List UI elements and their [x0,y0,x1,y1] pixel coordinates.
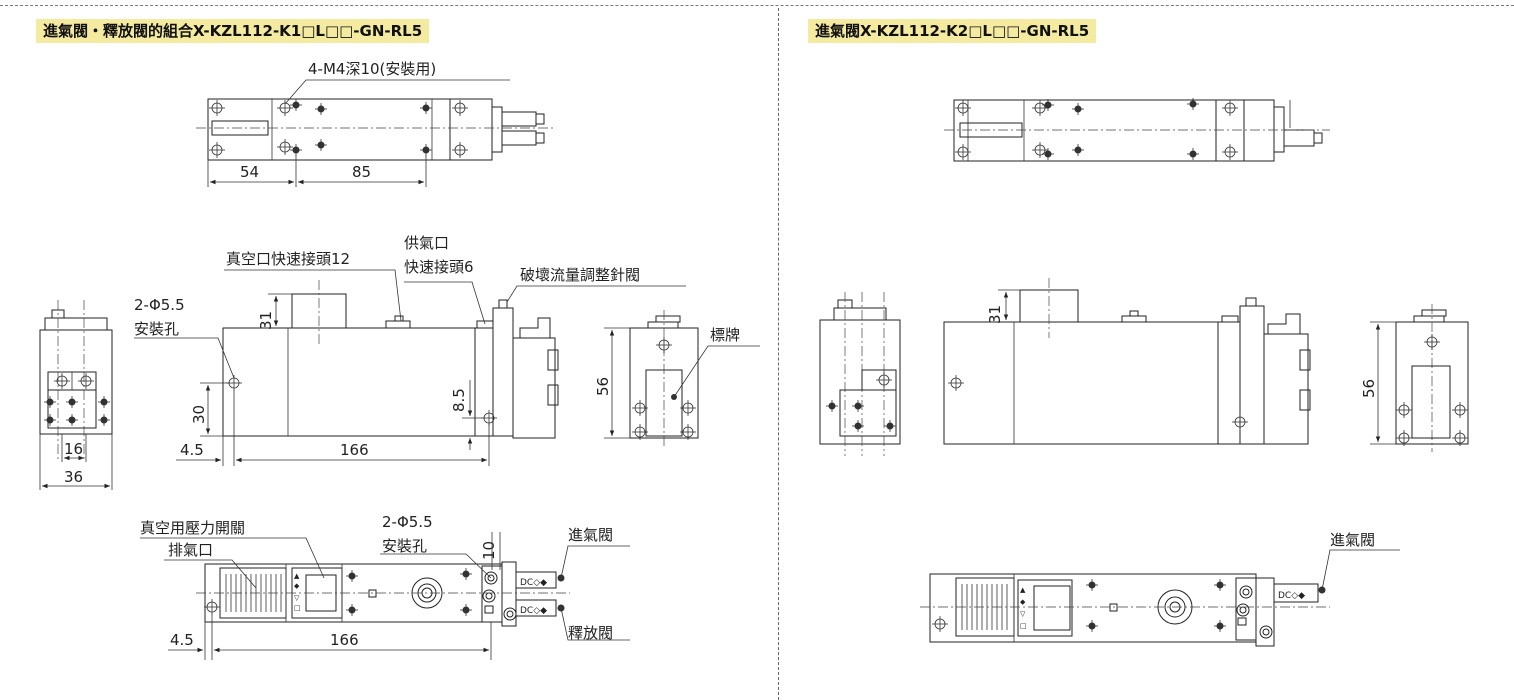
dim-16: 16 [64,440,83,458]
title-right: 進氣閥X-KZL112-K2□L□□-GN-RL5 [808,19,1097,43]
right-end-view [819,292,901,456]
dim-166: 166 [340,441,369,459]
dim-54: 54 [240,163,259,181]
dim-r-31: 31 [986,305,1004,324]
label-supply-port-2: 快速接頭6 [404,258,474,276]
svg-text:▽: ▽ [1020,610,1026,618]
left-rear-view: 標牌 56 [594,310,760,446]
panel-divider [778,8,779,700]
label-hole-b1: 2-Φ5.5 [382,513,433,531]
label-mount-holes: 4-M4深10(安裝用) [308,60,436,78]
dim-b-4-5: 4.5 [170,631,194,649]
label-hole-b2: 安裝孔 [382,537,427,555]
dim-56: 56 [594,377,612,396]
label-intake-valve: 進氣閥 [568,526,613,544]
dim-85: 85 [352,163,371,181]
svg-text:□: □ [294,604,301,612]
svg-text:◆: ◆ [1020,598,1026,606]
right-bottom-view: ▲ ◆ ▽ □ DC◇◆ 進氣閥 [920,531,1400,647]
dim-10: 10 [480,541,498,560]
label-break-valve: 破壞流量調整針閥 [520,266,640,284]
svg-text:DC◇◆: DC◇◆ [520,606,547,616]
label-vacuum-fitting: 真空口快速接頭12 [226,250,350,268]
dim-b-166: 166 [330,631,359,649]
svg-text:▲: ▲ [294,572,300,580]
label-exhaust: 排氣口 [168,541,213,559]
label-hole-2: 安裝孔 [134,320,179,338]
dim-30: 30 [190,405,208,424]
label-nameplate: 標牌 [710,326,740,344]
left-front-view: 真空口快速接頭12 供氣口 快速接頭6 破壞流量調整針閥 2-Φ5.5 安裝孔 … [134,234,686,466]
dim-4-5: 4.5 [180,441,204,459]
left-bottom-view: ▲◆ ▽□ DC◇◆DC◇◆ 真空用壓力開關 排氣口 2-Φ [140,513,630,660]
svg-text:▽: ▽ [294,594,300,602]
label-hole-1: 2-Φ5.5 [134,296,185,314]
dim-36: 36 [64,468,83,486]
svg-text:DC◇◆: DC◇◆ [520,578,547,588]
dim-r-56: 56 [1360,379,1378,398]
svg-text:▲: ▲ [1020,586,1026,594]
svg-text:DC◇◆: DC◇◆ [1278,591,1305,601]
right-top-view [944,97,1330,162]
title-left: 進氣閥・釋放閥的組合X-KZL112-K1□L□□-GN-RL5 [36,19,430,43]
dim-8-5: 8.5 [450,388,468,412]
right-rear-view: 56 [1360,304,1469,452]
left-top-view: 4-M4深10(安裝用) 54 85 [196,60,556,187]
dim-31: 31 [257,311,275,330]
left-end-view: 16 36 [39,300,113,490]
right-front-view: 31 [943,278,1311,445]
label-release-valve: 釋放閥 [568,624,613,642]
svg-text:□: □ [1020,622,1027,630]
label-supply-port-1: 供氣口 [404,234,449,252]
top-border [0,5,1514,6]
label-vacuum-switch: 真空用壓力開關 [140,519,245,537]
label-intake-valve-right: 進氣閥 [1330,531,1375,549]
svg-text:◆: ◆ [294,582,300,590]
